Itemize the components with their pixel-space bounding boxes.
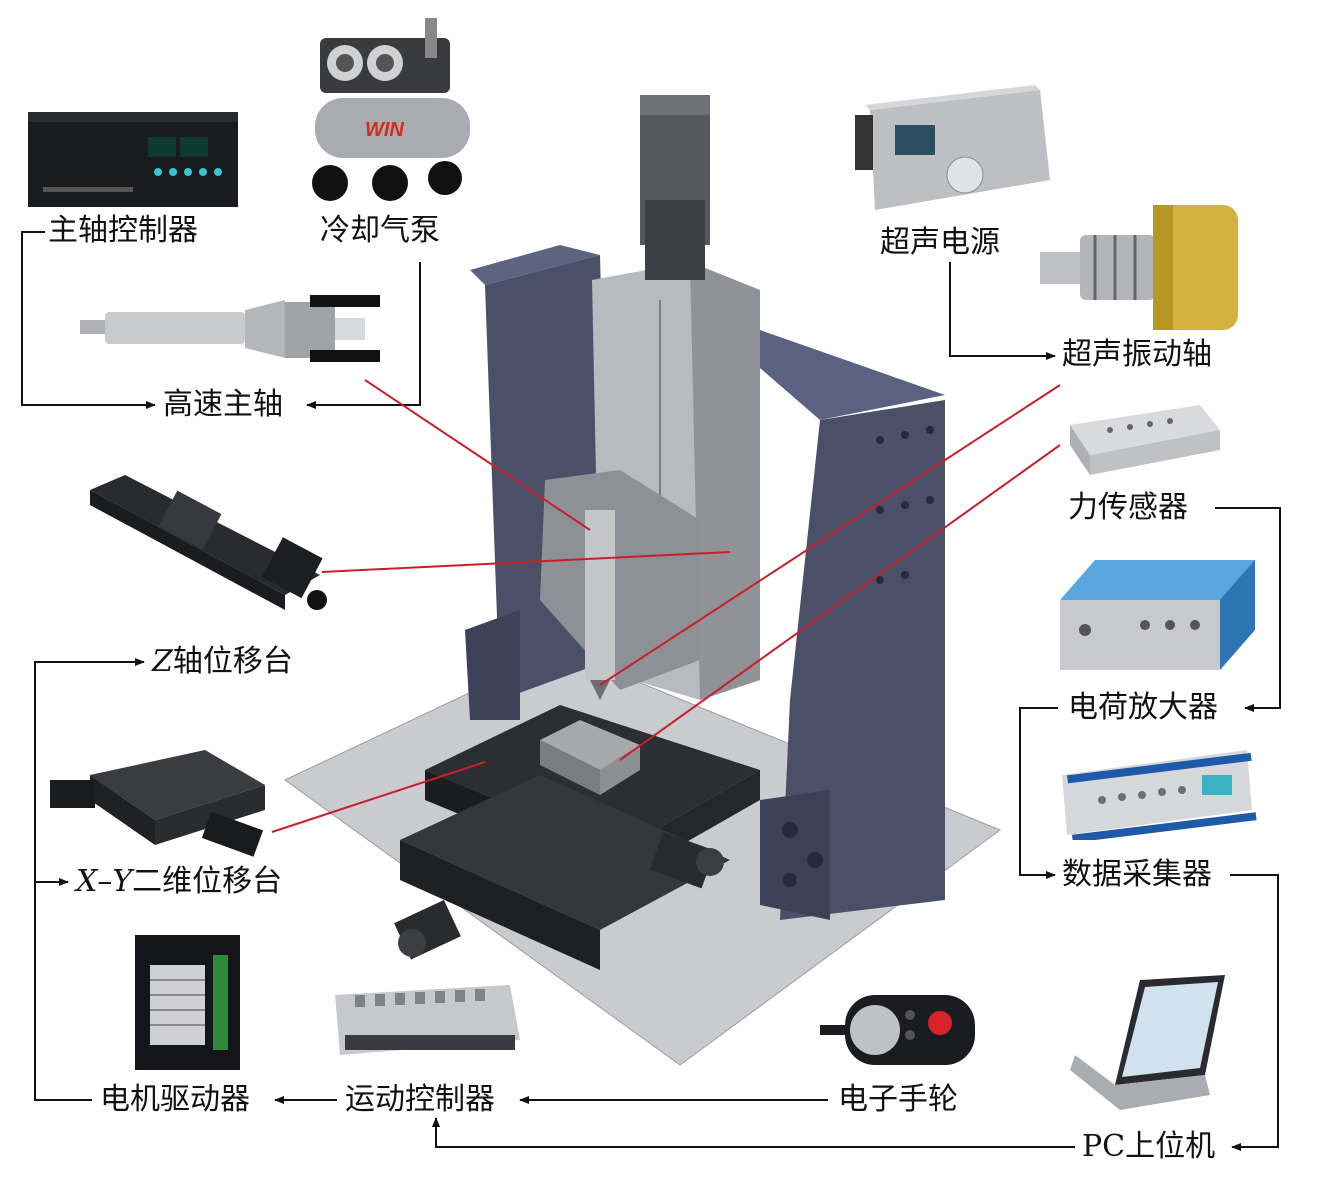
arrow-amplifier-to-daq [1019,707,1058,879]
label-z-stage-rest: 轴位移台 [172,644,293,679]
xy-stage-image [50,750,265,857]
motion-controller-image [335,985,520,1055]
label-cooling-pump: 冷却气泵 [320,213,440,248]
leader-force-sensor [619,444,1061,761]
label-ultrasonic-spindle: 超声振动轴 [1062,337,1212,372]
label-xy-stage-y: Y [112,864,133,899]
label-xy-stage: X–Y二维位移台 [76,867,282,897]
ultrasonic-power-image [855,85,1050,210]
arrow-force-to-amplifier [1215,507,1281,712]
pc-laptop-image [1070,975,1225,1110]
leader-z-stage [321,551,731,573]
label-motor-driver: 电机驱动器 [100,1082,250,1117]
arrow-daq-to-pc [1230,874,1279,1151]
label-handwheel: 电子手轮 [838,1082,958,1117]
left-gusset [465,610,520,720]
label-z-stage: Z轴位移台 [152,647,293,677]
motor-driver-image [135,935,240,1070]
charge-amplifier-image [1060,560,1255,670]
arrow-power-to-ultrasonic-spindle [949,262,1056,360]
workpiece [540,720,640,770]
spindle-carriage [540,470,700,690]
leader-high-speed-spindle [364,379,591,531]
cooling-pump-image: WIN [312,18,470,201]
ultrasonic-spindle-image [1040,205,1238,330]
xy-stage-lower [400,775,730,930]
label-pc-host: PC上位机 [1082,1129,1216,1164]
arrow-spindle-controller-to-spindle [21,231,156,409]
label-xy-stage-rest: 二维位移台 [132,864,283,899]
right-column [780,400,945,920]
compressor-brand-mark: WIN [365,119,404,141]
z-stage-image [90,475,327,610]
leader-xy-stage [271,761,486,833]
label-z-stage-axis: Z [152,644,173,679]
label-motion-controller: 运动控制器 [345,1082,495,1117]
leader-ultrasonic-spindle [599,384,1061,686]
label-charge-amplifier: 电荷放大器 [1068,690,1218,725]
high-speed-spindle-image [80,295,380,362]
label-xy-stage-dash: – [97,864,113,899]
arrow-pc-to-controller [432,1117,1075,1148]
label-data-acquisition: 数据采集器 [1062,857,1212,892]
label-force-sensor: 力传感器 [1068,490,1188,525]
spindle-controller-image [28,112,238,207]
data-acquisition-image [1062,750,1257,840]
right-gusset [760,790,830,920]
label-high-speed-spindle: 高速主轴 [163,387,283,422]
label-ultrasonic-power: 超声电源 [880,225,1000,260]
label-spindle-controller: 主轴控制器 [48,213,198,248]
handwheel-image [820,995,975,1065]
label-xy-stage-x: X [76,864,98,899]
force-sensor-image [1070,405,1220,475]
arrow-pump-to-spindle [306,262,421,409]
